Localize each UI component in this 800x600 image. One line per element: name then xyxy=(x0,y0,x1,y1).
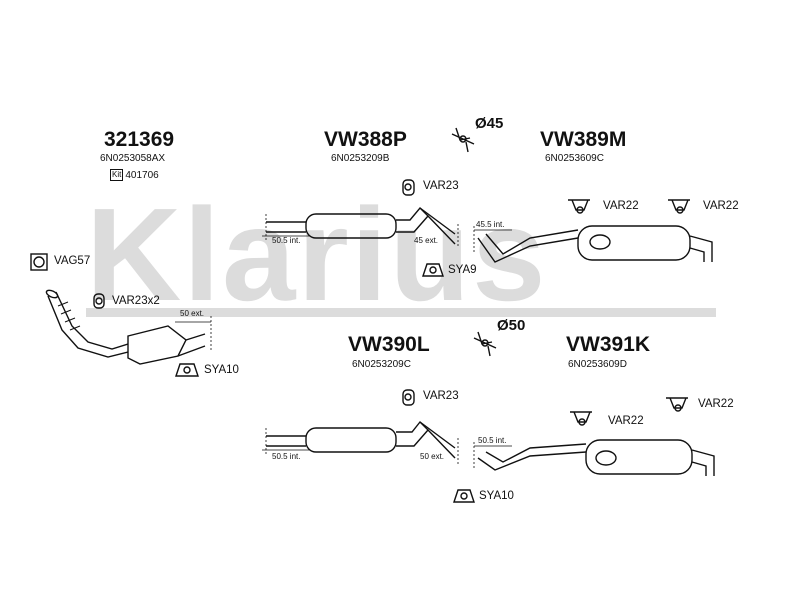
diameter-50-label: Ø50 xyxy=(497,317,526,334)
rear-silencer-vw391k xyxy=(473,439,715,476)
hanger-var22-bottom-b-icon xyxy=(666,397,688,412)
fitting-label-sya10-bottom: SYA10 xyxy=(479,490,514,502)
fitting-label-vag57: VAG57 xyxy=(54,255,91,267)
hanger-var22-top-a-icon xyxy=(568,199,590,214)
front-silencer-vw390l xyxy=(262,420,459,464)
oe-number-vw389m: 6N0253609C xyxy=(545,153,604,164)
watermark-underline xyxy=(86,308,716,317)
oe-number-vw390l: 6N0253209C xyxy=(352,359,411,370)
fitting-label-var23x2: VAR23x2 xyxy=(112,295,160,307)
gasket-vag57-icon xyxy=(30,253,48,271)
oe-number-vw388p: 6N0253209B xyxy=(331,153,390,164)
fitting-label-var22-bottom-b: VAR22 xyxy=(698,398,734,410)
dimension-label-bottom-50-ext: 50 ext. xyxy=(420,452,445,461)
rear-silencer-vw389m xyxy=(473,225,713,263)
kit-badge: Kit xyxy=(110,169,124,181)
dimension-label-bottom-505-int-left: 50.5 int. xyxy=(272,452,301,461)
oe-number-vw391k: 6N0253609D xyxy=(568,359,627,370)
fitting-label-var22-bottom-a: VAR22 xyxy=(608,415,644,427)
part-code-321369: 321369 xyxy=(104,128,175,151)
rubber-mount-var23-top-icon xyxy=(402,179,415,196)
part-code-vw389m: VW389M xyxy=(540,128,627,151)
bracket-sya9-icon xyxy=(422,263,444,277)
fitting-label-sya9: SYA9 xyxy=(448,264,477,276)
part-code-vw390l: VW390L xyxy=(348,333,430,356)
oe-number-321369: 6N0253058AX xyxy=(100,153,166,164)
rubber-mount-var23x2-icon xyxy=(93,293,105,309)
dimension-label-cat-50-ext: 50 ext. xyxy=(180,309,205,318)
watermark-text: Klarius xyxy=(86,181,548,328)
rubber-mount-var23-bottom-icon xyxy=(402,389,415,406)
dimension-label-top-45-ext: 45 ext. xyxy=(414,236,439,245)
clamp-50-icon xyxy=(473,331,497,357)
dimension-label-top-455-int: 45.5 int. xyxy=(476,220,505,229)
fitting-label-var23-top: VAR23 xyxy=(423,180,459,192)
kit-number: 401706 xyxy=(125,169,159,181)
hanger-var22-bottom-a-icon xyxy=(570,411,592,426)
hanger-var22-top-b-icon xyxy=(668,199,690,214)
catalytic-converter-321369 xyxy=(45,289,212,365)
bracket-sya10-left-icon xyxy=(175,363,199,377)
dimension-label-bottom-505-int-right: 50.5 int. xyxy=(478,436,507,445)
bracket-sya10-bottom-icon xyxy=(453,489,475,503)
fitting-label-var22-top-b: VAR22 xyxy=(703,200,739,212)
fitting-label-sya10-left: SYA10 xyxy=(204,364,239,376)
kit-number-row: Kit 401706 xyxy=(110,169,159,181)
dimension-label-top-505-int: 50.5 int. xyxy=(272,236,301,245)
fitting-label-var22-top-a: VAR22 xyxy=(603,200,639,212)
diameter-45-label: Ø45 xyxy=(475,115,504,132)
fitting-label-var23-bottom: VAR23 xyxy=(423,390,459,402)
clamp-45-icon xyxy=(451,127,475,153)
part-code-vw391k: VW391K xyxy=(566,333,651,356)
front-silencer-vw388p xyxy=(262,206,459,248)
part-code-vw388p: VW388P xyxy=(324,128,407,151)
